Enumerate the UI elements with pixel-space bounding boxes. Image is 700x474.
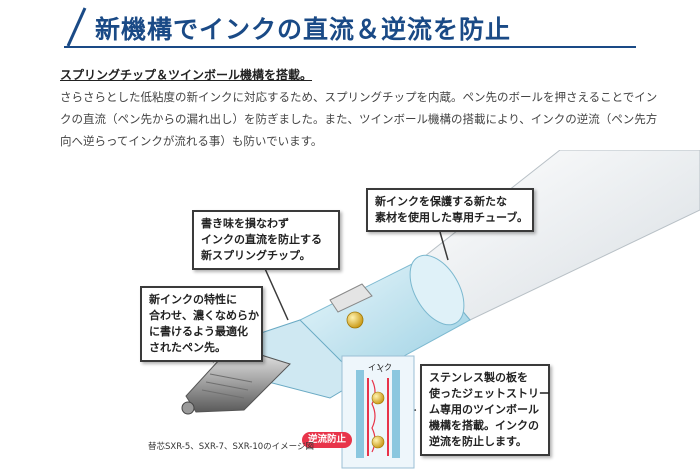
- spring-rod: [329, 283, 373, 313]
- callout-line: ステンレス製の板を: [429, 371, 528, 384]
- callout-line: 使ったジェットストリー: [429, 387, 550, 400]
- subheading: スプリングチップ＆ツインボール機構を搭載。: [60, 68, 313, 82]
- body-line: 向へ逆らってインクが流れる事）も防いでいます。: [60, 134, 323, 148]
- callout-line: 機構を搭載。インクの: [429, 419, 539, 432]
- backflow-prevention-badge: 逆流防止: [302, 432, 352, 448]
- inset-ink-label: インク: [368, 363, 392, 372]
- callout-tube: 新インクを保護する新たな 素材を使用した専用チューブ。: [366, 188, 534, 232]
- page-title: 新機構でインクの直流＆逆流を防止: [95, 15, 512, 44]
- callout-line: されたペン先。: [149, 341, 226, 354]
- callout-line: 新スプリングチップ。: [201, 249, 311, 262]
- figure-caption: 替芯SXR-5、SXR-7、SXR-10のイメージ図: [148, 442, 315, 452]
- body-paragraph: さらさらとした低粘度の新インクに対応するため、スプリングチップを内蔵。ペン先のボ…: [60, 86, 660, 152]
- refill-illustration: 新インクを保護する新たな 素材を使用した専用チューブ。 書き味を損なわず インク…: [0, 150, 700, 474]
- pen-refill-drawing: [181, 150, 700, 469]
- callout-line: 合わせ、濃くなめらか: [149, 309, 259, 322]
- callout-line: 新インクの特性に: [149, 293, 237, 306]
- header-slash: [66, 7, 87, 47]
- callout-spring-tip: 書き味を損なわず インクの直流を防止する 新スプリングチップ。: [192, 210, 340, 270]
- section-header: 新機構でインクの直流＆逆流を防止: [0, 0, 700, 52]
- tube-opening: [409, 254, 465, 326]
- callout-line: ム専用のツインボール: [429, 403, 539, 416]
- body-line: クの直流（ペン先からの漏れ出し）を防ぎました。また、ツインボール機構の搭載により…: [60, 112, 658, 126]
- callout-line: 素材を使用した専用チューブ。: [375, 211, 529, 224]
- twin-ball: [346, 311, 364, 329]
- callout-pen-tip: 新インクの特性に 合わせ、濃くなめらか に書けるよう最適化 されたペン先。: [140, 286, 263, 362]
- callout-line: インクの直流を防止する: [201, 233, 322, 246]
- body-line: さらさらとした低粘度の新インクに対応するため、スプリングチップを内蔵。ペン先のボ…: [60, 90, 658, 104]
- callout-line: 書き味を損なわず: [201, 217, 289, 230]
- twin-ball-inset: [341, 355, 415, 469]
- callout-line: 新インクを保護する新たな: [375, 195, 507, 208]
- callout-line: に書けるよう最適化: [149, 325, 248, 338]
- header-decoration: [64, 7, 636, 48]
- tip-ridges: [201, 373, 253, 399]
- callout-line: 逆流を防止します。: [429, 435, 527, 448]
- tip-ball: [181, 401, 195, 415]
- callout-twin-ball: ステンレス製の板を 使ったジェットストリー ム専用のツインボール 機構を搭載。イ…: [420, 364, 550, 456]
